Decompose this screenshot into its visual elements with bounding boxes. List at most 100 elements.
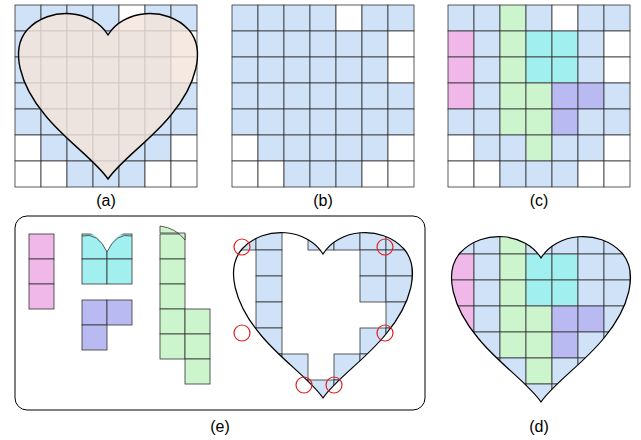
grid-cell [388, 109, 414, 135]
grid-cell [310, 31, 336, 57]
grid-cell [256, 302, 282, 328]
grid-cell [474, 358, 500, 384]
grid-cell [310, 57, 336, 83]
grid-cell [448, 135, 474, 161]
grid-cell [578, 31, 604, 57]
grid-cell [448, 384, 474, 410]
grid-cell [604, 228, 630, 254]
panel-label: (e) [210, 418, 230, 436]
grid-cell [232, 31, 258, 57]
grid-cell [171, 135, 197, 161]
grid-cell [474, 109, 500, 135]
grid-cell [360, 276, 386, 302]
grid-cell [552, 280, 578, 306]
grid-cell [256, 354, 282, 380]
grid-cell [578, 228, 604, 254]
grid-cell [362, 5, 388, 31]
highlight-circle [377, 325, 393, 341]
grid-cell [232, 109, 258, 135]
grid-cell [310, 135, 336, 161]
grid-cell [500, 384, 526, 410]
cell-grid [448, 228, 630, 410]
grid-cell [526, 57, 552, 83]
grid-cell [232, 57, 258, 83]
grid-cell [526, 280, 552, 306]
grid-cell [578, 135, 604, 161]
grid-cell [526, 384, 552, 410]
grid-cell [388, 31, 414, 57]
grid-cell [336, 109, 362, 135]
piece-cell [82, 325, 107, 350]
grid-cell [552, 135, 578, 161]
grid-cell [284, 57, 310, 83]
grid-cell [474, 83, 500, 109]
grid-cell [604, 57, 630, 83]
grid-cell [500, 31, 526, 57]
piece-cell [29, 284, 54, 309]
grid-cell [362, 57, 388, 83]
grid-cell [552, 384, 578, 410]
grid-cell [604, 31, 630, 57]
grid-cell [578, 161, 604, 187]
grid-cell [310, 83, 336, 109]
grid-cell [284, 31, 310, 57]
grid-cell [500, 280, 526, 306]
grid-cell [448, 332, 474, 358]
grid-cell [256, 380, 282, 406]
grid-cell [500, 83, 526, 109]
grid-cell [604, 384, 630, 410]
notch-edge [82, 235, 132, 252]
grid-cell [526, 358, 552, 384]
panel-label: (a) [96, 192, 116, 210]
grid-cell [526, 109, 552, 135]
highlight-circle [326, 377, 342, 393]
grid-cell [526, 306, 552, 332]
panel-label: (c) [530, 192, 549, 210]
grid-cell [258, 109, 284, 135]
cell-grid [230, 224, 412, 406]
grid-cell [500, 5, 526, 31]
grid-cell [362, 161, 388, 187]
piece-cell [160, 259, 185, 284]
grid-cell [578, 384, 604, 410]
grid-cell [474, 384, 500, 410]
grid-cell [604, 83, 630, 109]
grid-cell [388, 83, 414, 109]
grid-cell [258, 57, 284, 83]
grid-cell [386, 328, 412, 354]
grid-cell [526, 135, 552, 161]
grid-cell [552, 31, 578, 57]
grid-cell [334, 224, 360, 250]
grid-cell [604, 161, 630, 187]
piece-cell [82, 300, 107, 325]
piece-cell [160, 334, 185, 359]
grid-cell [360, 224, 386, 250]
grid-cell [552, 109, 578, 135]
grid-cell [604, 135, 630, 161]
grid-cell [448, 161, 474, 187]
grid-cell [578, 332, 604, 358]
piece-cell [160, 309, 185, 334]
grid-cell [448, 5, 474, 31]
grid-cell [578, 254, 604, 280]
grid-cell [526, 5, 552, 31]
grid-cell [448, 57, 474, 83]
cell-grid [232, 5, 414, 187]
grid-cell [578, 83, 604, 109]
grid-cell [500, 161, 526, 187]
grid-cell [41, 135, 67, 161]
grid-cell [578, 57, 604, 83]
notch-cut [80, 231, 133, 252]
piece-cell [82, 259, 107, 284]
grid-cell [282, 354, 308, 380]
grid-cell [578, 5, 604, 31]
grid-cell [230, 354, 256, 380]
grid-cell [334, 380, 360, 406]
grid-cell [578, 109, 604, 135]
grid-cell [145, 161, 171, 187]
grid-cell [41, 161, 67, 187]
grid-cell [336, 161, 362, 187]
grid-cell [552, 254, 578, 280]
grid-cell [604, 109, 630, 135]
